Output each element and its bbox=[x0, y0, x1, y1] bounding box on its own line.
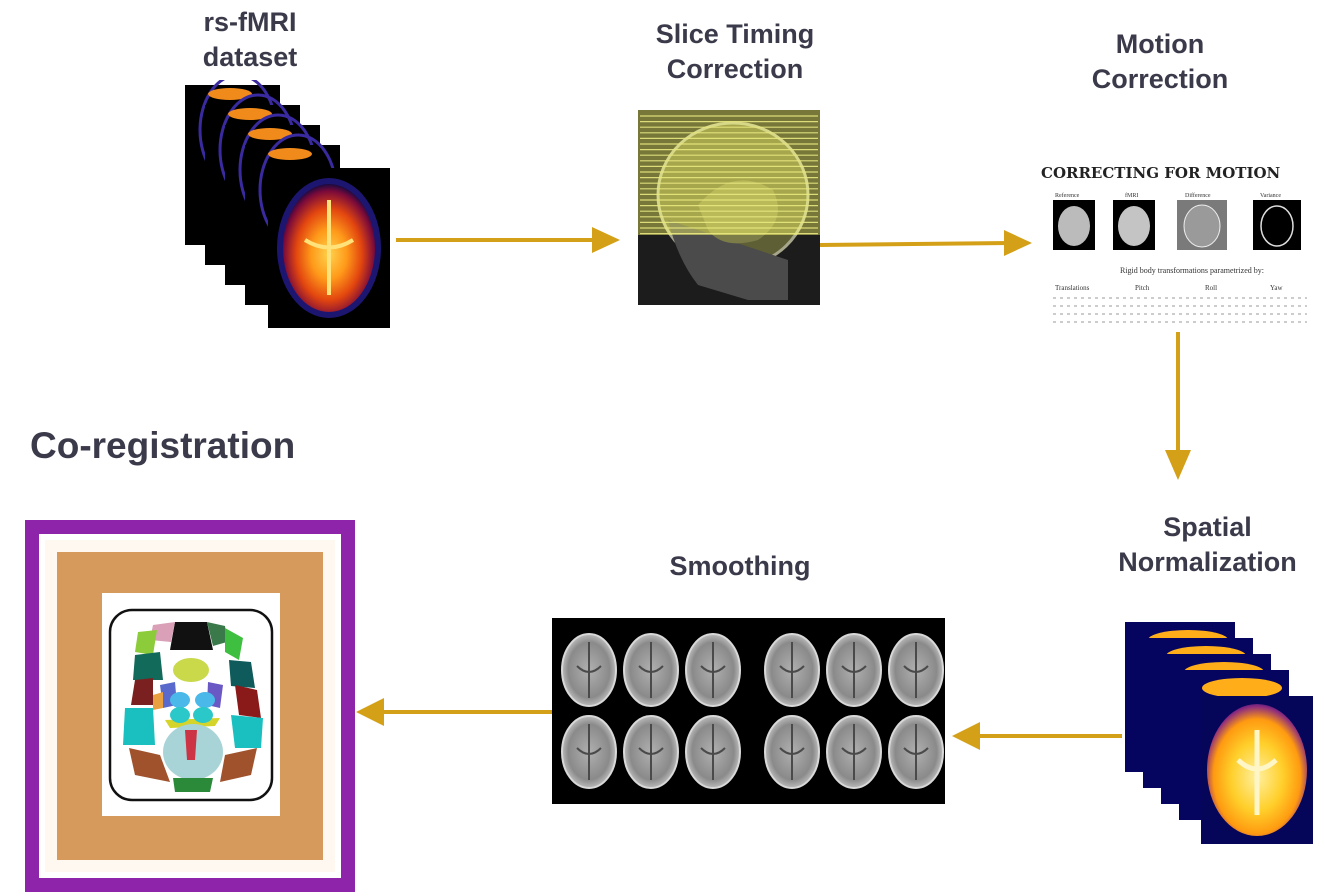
arrow-right-icon bbox=[819, 230, 1032, 256]
motion-correction-panel: CORRECTING FOR MOTION Reference fMRI Dif… bbox=[1035, 160, 1315, 335]
smoothing-brain bbox=[764, 633, 820, 707]
atlas-regions bbox=[123, 620, 263, 792]
arrow-down-icon bbox=[1165, 332, 1191, 480]
motion-image-label: Variance bbox=[1260, 193, 1281, 199]
motion-panel-title: CORRECTING FOR MOTION bbox=[1041, 164, 1281, 182]
label-line: Spatial bbox=[1163, 512, 1252, 542]
smoothing-brain bbox=[826, 633, 882, 707]
smoothing-brain bbox=[826, 715, 882, 789]
label-motion-correction: Motion Correction bbox=[1075, 27, 1245, 97]
slice-front bbox=[268, 168, 390, 328]
smoothing-brain bbox=[623, 633, 679, 707]
slice-timing-image bbox=[638, 110, 820, 305]
label-line: Normalization bbox=[1118, 547, 1297, 577]
smoothing-brain bbox=[685, 633, 741, 707]
label-slice-timing: Slice Timing Correction bbox=[640, 17, 830, 87]
smoothing-grid-image bbox=[552, 618, 945, 804]
label-smoothing: Smoothing bbox=[650, 549, 830, 584]
smoothing-brain bbox=[561, 715, 617, 789]
rs-fmri-stack-image bbox=[185, 80, 390, 328]
label-line: Motion bbox=[1115, 29, 1205, 59]
motion-image-label: fMRI bbox=[1125, 192, 1138, 199]
label-coregistration: Co-registration bbox=[30, 425, 370, 467]
label-line: Correction bbox=[1091, 64, 1229, 94]
motion-matrix bbox=[1053, 297, 1307, 323]
smoothing-brain bbox=[888, 715, 944, 789]
label-line: Correction bbox=[666, 54, 804, 84]
motion-image-label: Reference bbox=[1055, 192, 1080, 199]
label-line: Co-registration bbox=[30, 425, 296, 466]
label-spatial-normalization: Spatial Normalization bbox=[1105, 510, 1310, 580]
coregistration-atlas-image bbox=[25, 520, 355, 892]
label-line: rs-fMRI bbox=[203, 7, 297, 37]
motion-column: Roll bbox=[1205, 284, 1217, 292]
motion-image-row bbox=[1053, 200, 1301, 250]
label-line: dataset bbox=[202, 42, 298, 72]
arrow-left-icon bbox=[356, 698, 552, 726]
arrow-left-icon bbox=[952, 722, 1122, 750]
motion-image-label: Difference bbox=[1185, 192, 1211, 199]
motion-column: Yaw bbox=[1270, 284, 1283, 292]
label-line: Slice Timing bbox=[655, 19, 815, 49]
smoothing-brains bbox=[561, 633, 944, 789]
slice-lines bbox=[640, 115, 818, 235]
spatial-normalization-stack-image bbox=[1125, 622, 1313, 844]
smoothing-brain bbox=[685, 715, 741, 789]
smoothing-brain bbox=[561, 633, 617, 707]
motion-caption: Rigid body transformations parametrized … bbox=[1120, 266, 1264, 275]
label-line: Smoothing bbox=[669, 551, 811, 581]
smoothing-brain bbox=[623, 715, 679, 789]
smoothing-brain bbox=[764, 715, 820, 789]
label-rs-fmri-dataset: rs-fMRI dataset bbox=[180, 5, 320, 75]
norm-slice-front bbox=[1201, 696, 1313, 844]
arrow-right-icon bbox=[396, 227, 620, 253]
smoothing-brain bbox=[888, 633, 944, 707]
motion-column: Pitch bbox=[1135, 284, 1150, 292]
motion-column: Translations bbox=[1055, 284, 1090, 292]
